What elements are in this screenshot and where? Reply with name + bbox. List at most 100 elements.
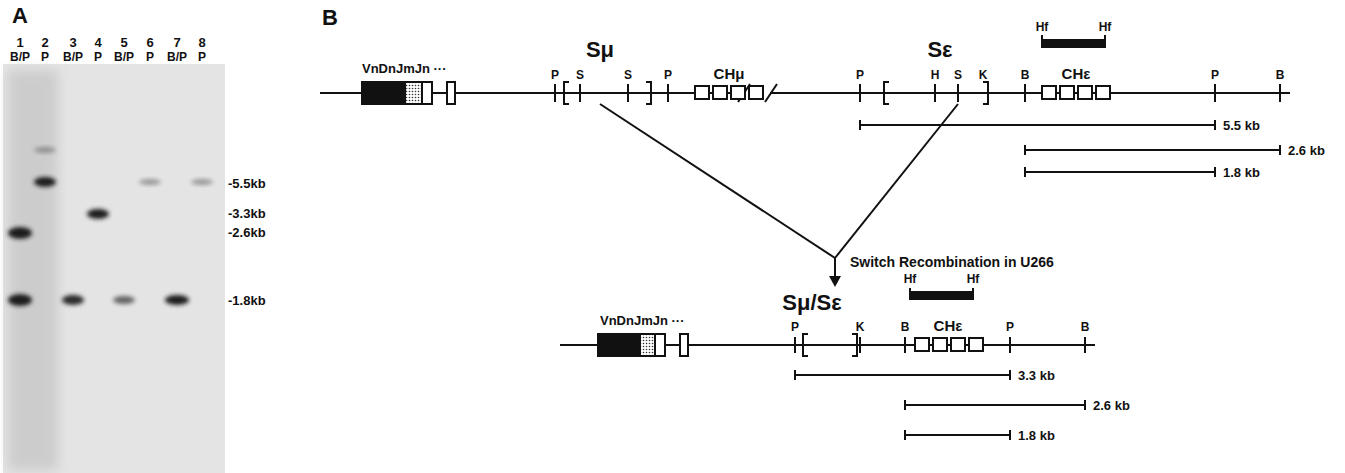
figure-label: P — [856, 69, 864, 81]
j-segment — [447, 82, 455, 104]
exon — [969, 338, 983, 351]
figure-label: VnDnJmJn ··· — [362, 62, 447, 75]
figure-label: B — [901, 321, 910, 333]
figure-label: P — [1211, 69, 1219, 81]
figure-label: Hf — [1036, 21, 1049, 33]
site-tick — [627, 84, 629, 102]
site-tick — [579, 84, 581, 102]
d-segment — [640, 334, 655, 356]
figure-label: P — [664, 69, 672, 81]
dna-line — [770, 92, 1290, 94]
figure-label: B — [1276, 69, 1285, 81]
figure-label: P — [791, 321, 799, 333]
bracket — [803, 334, 808, 356]
bracket — [564, 82, 569, 104]
figure-label: 3 — [69, 36, 76, 49]
site-tick — [1084, 337, 1086, 353]
exon — [695, 86, 709, 99]
gel-band — [62, 295, 84, 305]
figure-label: 2.6 kb — [1093, 399, 1130, 412]
figure-label: -3.3kb — [228, 207, 266, 220]
figure-label: B/P — [167, 51, 187, 63]
gel-band — [87, 209, 109, 219]
figure-label: S — [576, 69, 584, 81]
figure-label: CHμ — [714, 66, 745, 81]
arrow-shaft — [834, 258, 836, 278]
figure-label: Switch Recombination in U266 — [850, 255, 1054, 269]
figure-label: Sε — [927, 39, 952, 61]
fragment-line — [1025, 167, 1215, 177]
figure-label: 4 — [94, 36, 101, 49]
figure-label: S — [954, 69, 962, 81]
figure-label: 1.8 kb — [1223, 166, 1260, 179]
probe-tick — [909, 288, 911, 296]
rearranged-map — [560, 288, 1095, 440]
figure-label: P — [551, 69, 559, 81]
exon — [933, 338, 947, 351]
gel-band — [191, 179, 213, 185]
figure-label: Sμ/Sε — [782, 292, 841, 314]
figure-label: 3.3 kb — [1018, 369, 1055, 382]
figure-label: 8 — [198, 36, 205, 49]
figure-label: CHε — [934, 318, 963, 333]
v-segment — [362, 82, 405, 104]
figure-label: B/P — [10, 51, 30, 63]
gel-band — [165, 295, 189, 305]
figure-label: K — [979, 69, 988, 81]
figure-label: P — [1006, 321, 1014, 333]
figure-label: P — [41, 51, 49, 63]
figure-label: B — [1081, 321, 1090, 333]
fragment-line — [905, 400, 1085, 410]
figure-label: B — [1021, 69, 1030, 81]
probe-tick — [1041, 35, 1043, 44]
probe-tick — [1104, 35, 1106, 44]
site-tick — [1024, 84, 1026, 102]
exon — [951, 338, 965, 351]
exon — [1096, 86, 1110, 99]
exon — [915, 338, 929, 351]
site-tick — [1009, 337, 1011, 353]
figure-label: Sμ — [586, 39, 614, 61]
fragment-line — [860, 120, 1215, 130]
figure-label: 2 — [41, 36, 48, 49]
bracket — [983, 82, 988, 104]
figure-label: B/P — [114, 51, 134, 63]
join-line — [600, 104, 835, 258]
figure-label: 6 — [146, 36, 153, 49]
d-segment — [405, 82, 422, 104]
figure-label: H — [931, 69, 940, 81]
gel-band — [8, 227, 32, 239]
site-tick — [859, 84, 861, 102]
site-tick — [859, 337, 861, 353]
recombination-lines — [600, 104, 958, 278]
site-tick — [904, 337, 906, 353]
fragment-line — [795, 370, 1010, 380]
figure-label: B — [322, 7, 338, 29]
figure-label: 1 — [16, 36, 23, 49]
join-line — [835, 104, 958, 258]
exon — [1078, 86, 1092, 99]
figure-label: 2.6 kb — [1288, 144, 1325, 157]
gel-band — [139, 179, 161, 185]
figure-label: B/P — [63, 51, 83, 63]
j-segment — [680, 334, 688, 356]
v-segment — [598, 334, 640, 356]
arrow-head — [829, 276, 841, 287]
figure-label: 5 — [120, 36, 127, 49]
site-tick — [794, 337, 796, 353]
figure-label: -1.8kb — [228, 294, 266, 307]
probe-bar — [910, 292, 973, 299]
site-tick — [957, 84, 959, 102]
break-mark — [765, 84, 777, 102]
figure-label: Hf — [1099, 21, 1112, 33]
figure-label: 5.5 kb — [1223, 119, 1260, 132]
figure-label: CHε — [1062, 66, 1091, 81]
site-tick — [1214, 84, 1216, 102]
probe-tick — [972, 288, 974, 296]
gel-background — [3, 64, 225, 473]
figure-label: -5.5kb — [228, 177, 266, 190]
fragment-line — [905, 430, 1010, 440]
j-segment — [422, 82, 432, 104]
figure-label: S — [624, 69, 632, 81]
